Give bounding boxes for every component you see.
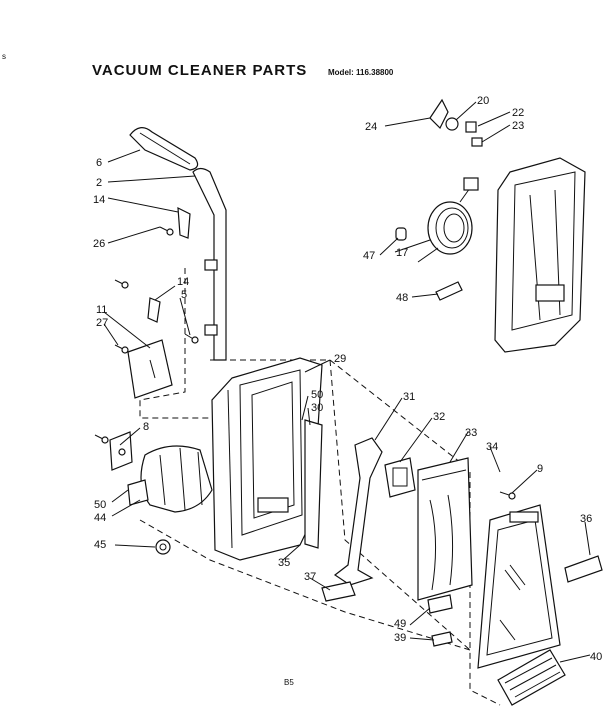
motor-assembly <box>127 445 213 513</box>
screw <box>114 344 129 354</box>
assembly-outline-main <box>210 359 501 706</box>
page-code: B5 <box>284 678 294 687</box>
pad <box>427 594 453 614</box>
callout-14: 14 <box>93 194 105 206</box>
callout-50: 50 <box>94 499 106 511</box>
side-strip <box>304 419 323 549</box>
handle-grip <box>129 127 199 171</box>
callout-26: 26 <box>93 238 105 250</box>
door-latch <box>564 555 603 583</box>
corner-mark: s <box>2 52 6 61</box>
callout-20: 20 <box>477 95 489 107</box>
pad <box>321 581 356 602</box>
strain-relief <box>435 281 463 301</box>
power-cord <box>417 177 479 263</box>
assembly-outline-left <box>139 268 215 419</box>
callout-11: 11 <box>96 304 107 316</box>
callout-37: 37 <box>304 571 316 583</box>
callout-48: 48 <box>396 292 408 304</box>
callout-47: 47 <box>363 250 375 262</box>
callout-40: 40 <box>590 651 602 663</box>
callout-33: 33 <box>465 427 477 439</box>
callout-39: 39 <box>394 632 406 644</box>
bag-door <box>477 504 561 669</box>
diagram-title: VACUUM CLEANER PARTS <box>92 62 308 79</box>
leader-lines <box>103 101 591 663</box>
bottom-plate <box>497 649 566 706</box>
callout-31: 31 <box>403 391 415 403</box>
bracket-plate <box>127 339 173 399</box>
callout-49: 49 <box>394 618 406 630</box>
callout-44: 44 <box>94 512 106 524</box>
pad <box>431 631 453 647</box>
cord-hook <box>177 206 191 239</box>
cord-clip <box>147 297 161 323</box>
callout-24: 23 <box>512 120 524 132</box>
callout-27: 27 <box>96 317 108 329</box>
rear-housing <box>494 157 586 353</box>
cord-hook-upper <box>429 98 459 131</box>
callout-9: 9 <box>537 463 543 475</box>
callout-2: 2 <box>96 177 102 189</box>
callout-14b: 14 <box>177 276 189 288</box>
callout-50b: 50 <box>311 389 323 401</box>
callout-45: 45 <box>94 539 106 551</box>
filter-bag <box>417 457 473 601</box>
callout-8: 8 <box>143 421 149 433</box>
callout-29: 29 <box>334 353 346 365</box>
screw <box>114 279 129 289</box>
screw <box>184 333 199 344</box>
callout-36: 36 <box>580 513 592 525</box>
bag-adapter <box>384 457 416 498</box>
callout-34: 34 <box>486 441 498 453</box>
handle-tube <box>192 167 227 361</box>
callout-35: 35 <box>278 557 290 569</box>
screw <box>159 226 174 236</box>
callout-32: 32 <box>433 411 445 423</box>
nut <box>155 539 171 555</box>
callout-30: 30 <box>311 402 323 414</box>
assembly-outline-bottom <box>139 519 471 651</box>
main-housing <box>211 357 323 561</box>
cord-plug <box>395 227 407 241</box>
screw <box>94 434 109 444</box>
callout-22: 24 <box>365 121 377 133</box>
model-number: Model: 116.38800 <box>328 68 394 77</box>
callout-5: 5 <box>181 289 187 301</box>
cover-panel <box>333 437 383 586</box>
screw <box>499 491 516 500</box>
switch-plate <box>109 431 133 471</box>
callout-17: 17 <box>396 247 408 259</box>
callout-23: 22 <box>512 107 524 119</box>
callout-6: 6 <box>96 157 102 169</box>
